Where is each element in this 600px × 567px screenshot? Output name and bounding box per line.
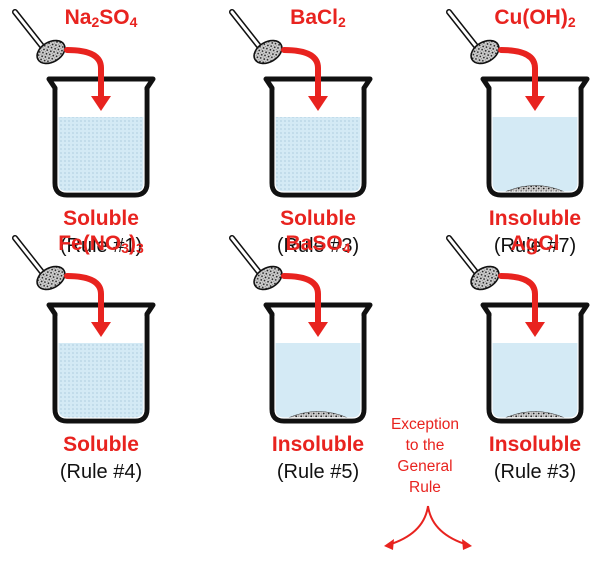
exception-note-line: Rule <box>409 479 441 496</box>
solution <box>492 343 578 418</box>
rule-reference: (Rule #4) <box>59 461 143 483</box>
panel-1 <box>12 9 156 198</box>
exception-note-line: General <box>397 458 453 475</box>
beaker-glass-edge <box>57 316 145 419</box>
compound-formula: BaCl2 <box>290 6 346 30</box>
rule-reference: (Rule #7) <box>493 235 577 257</box>
rule-reference: (Rule #5) <box>276 461 360 483</box>
solution <box>58 343 144 418</box>
spoon-icon <box>229 235 283 291</box>
rule-reference: (Rule #3) <box>276 235 360 257</box>
panel-4 <box>12 235 156 424</box>
exception-note-line: to the <box>405 437 445 454</box>
solubility-verdict: Soluble <box>63 433 139 456</box>
beaker-icon <box>263 76 373 198</box>
beaker-icon <box>480 76 590 198</box>
compound-formula: Na2SO4 <box>64 6 138 30</box>
beaker-icon <box>46 302 156 424</box>
compound-formula: BaSO4 <box>285 232 351 256</box>
solubility-verdict: Insoluble <box>271 433 365 456</box>
panel-6 <box>446 235 590 424</box>
solution <box>275 343 361 418</box>
solubility-verdict: Insoluble <box>488 207 582 230</box>
spoon-icon <box>446 235 500 291</box>
compound-formula: AgCl <box>510 232 560 255</box>
exception-note-line: Exception <box>390 416 460 433</box>
spoon-icon <box>229 9 283 65</box>
spoon-icon <box>12 235 66 291</box>
spoon-icon <box>12 9 66 65</box>
arrow-icon <box>498 273 545 337</box>
solubility-verdict: Soluble <box>280 207 356 230</box>
beaker-glass-edge <box>491 90 579 193</box>
compound-formula: Fe(NO3)3 <box>58 232 144 256</box>
panel-5 <box>229 235 373 424</box>
rule-reference: (Rule #1) <box>59 235 143 257</box>
rule-reference: (Rule #3) <box>493 461 577 483</box>
spoon-icon <box>446 9 500 65</box>
compound-formula: Cu(OH)2 <box>494 6 576 30</box>
arrow-icon <box>281 47 328 111</box>
panel-2 <box>229 9 373 198</box>
arrow-icon <box>64 273 111 337</box>
beaker-glass-edge <box>491 316 579 419</box>
solution <box>275 117 361 192</box>
beaker-glass-edge <box>57 90 145 193</box>
beaker-icon <box>46 76 156 198</box>
beaker-glass-edge <box>274 316 362 419</box>
arrow-icon <box>498 47 545 111</box>
exception-arrows <box>384 505 472 550</box>
beaker-icon <box>480 302 590 424</box>
arrow-icon <box>281 273 328 337</box>
panel-3 <box>446 9 590 198</box>
beaker-icon <box>263 302 373 424</box>
solution <box>58 117 144 192</box>
solubility-verdict: Insoluble <box>488 433 582 456</box>
solubility-verdict: Soluble <box>63 207 139 230</box>
solution <box>492 117 578 192</box>
arrow-icon <box>64 47 111 111</box>
beaker-glass-edge <box>274 90 362 193</box>
